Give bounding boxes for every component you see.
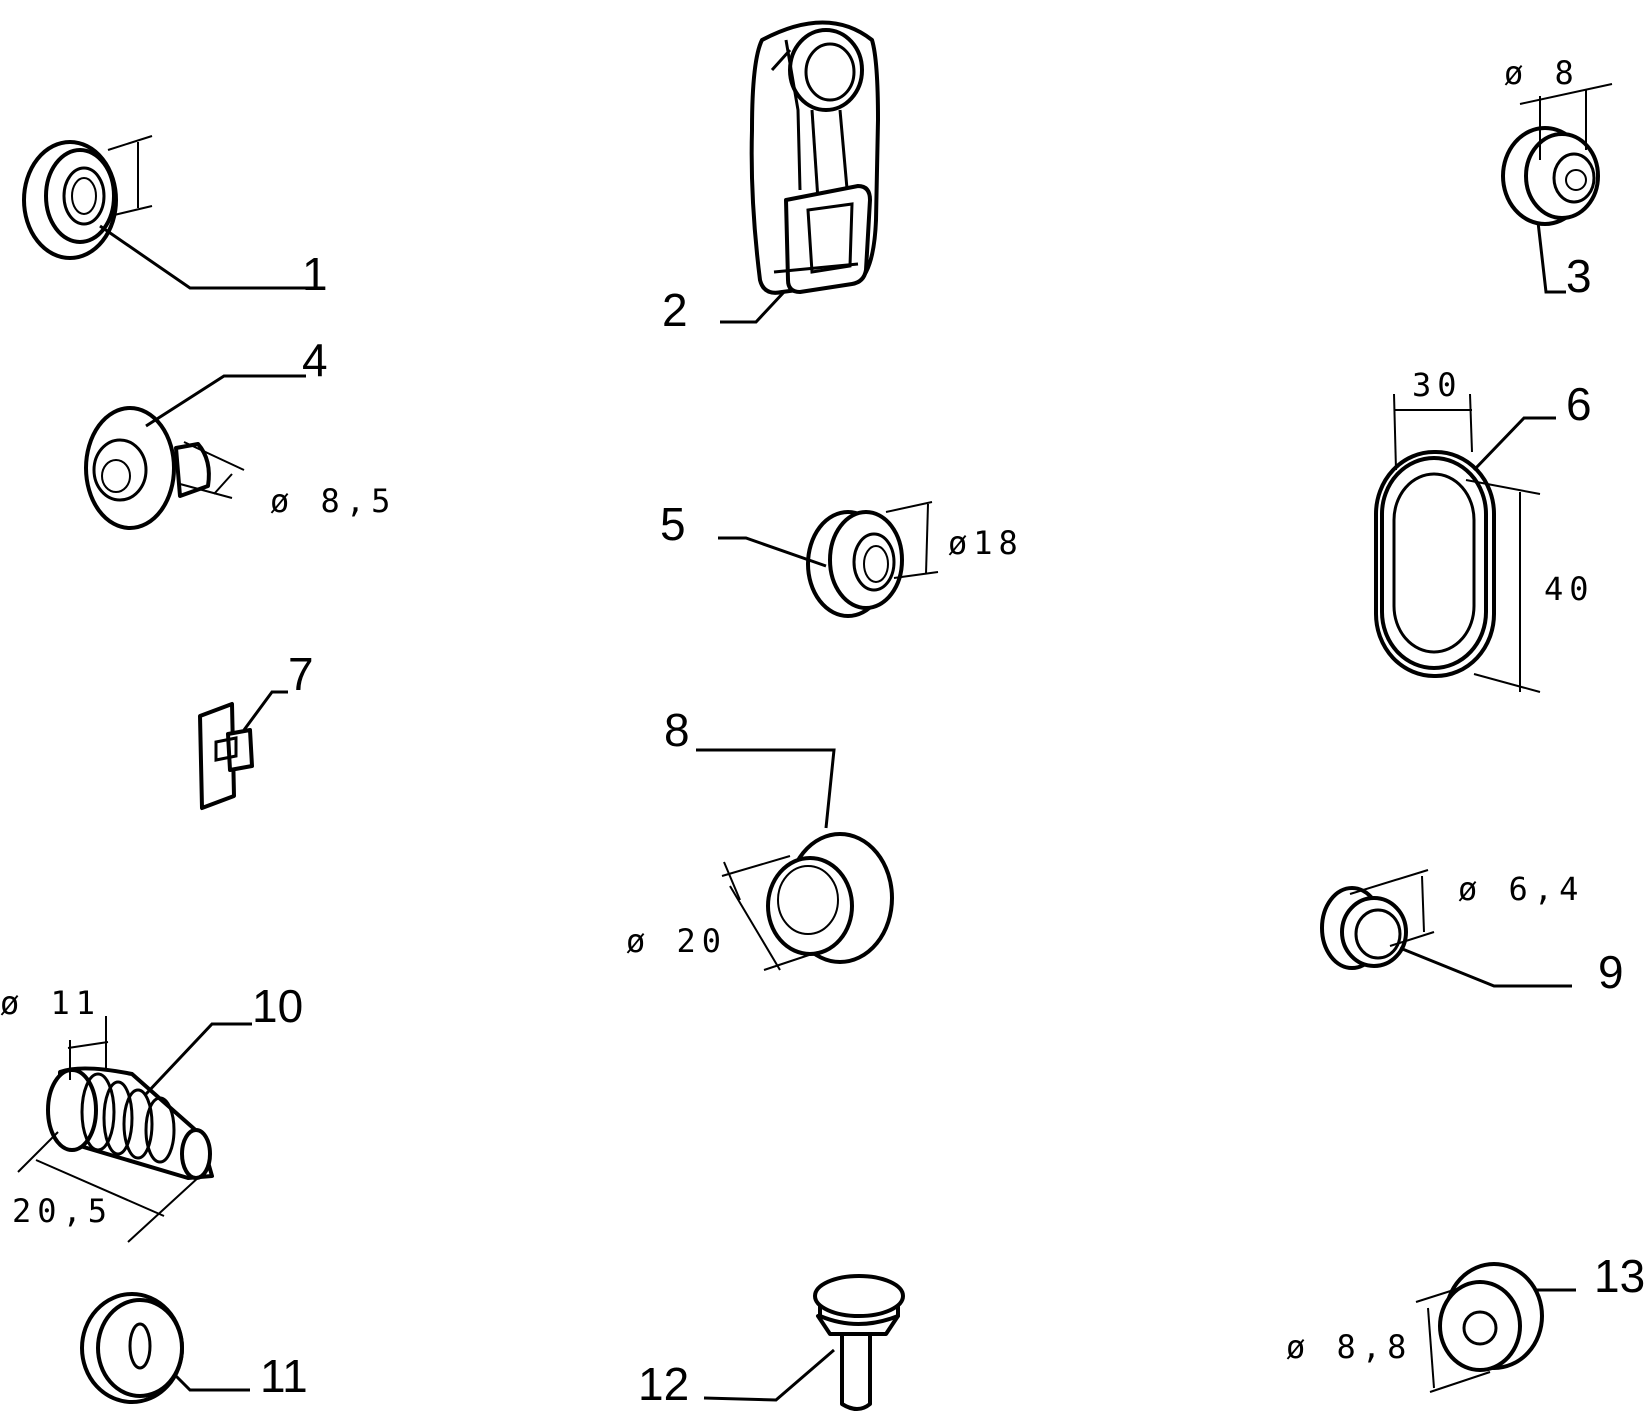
callout-7: 7 [288, 648, 314, 700]
part-8-dome-plug [721, 832, 894, 971]
part-6-oval-grommet [1374, 393, 1541, 693]
dimension-5-diameter: ø18 [948, 524, 1024, 562]
callout-1-leader [99, 224, 306, 290]
callout-6-leader [1472, 416, 1556, 472]
dimension-8-diameter: ø 20 [626, 922, 727, 960]
callout-4-leader [145, 374, 306, 428]
callout-3: 3 [1566, 250, 1592, 302]
dimension-3-diameter: ø 8 [1504, 54, 1580, 92]
callout-7-leader [242, 690, 288, 731]
part-11-flat-plug [80, 1292, 184, 1404]
callout-5: 5 [660, 498, 686, 550]
part-13-grommet [1415, 1262, 1544, 1393]
part-7-clip [198, 702, 254, 810]
dimension-4-diameter: ø 8,5 [270, 482, 396, 520]
part-2-cable-holder [749, 20, 880, 295]
callout-12: 12 [638, 1358, 689, 1410]
callout-1: 1 [302, 248, 328, 300]
dimension-6-width: 30 [1412, 366, 1463, 404]
part-12-mushroom-plug [813, 1274, 905, 1411]
part-10-ribbed-grommet [17, 1016, 214, 1243]
callout-4: 4 [302, 334, 328, 386]
callout-13: 13 [1594, 1250, 1645, 1302]
part-3-grommet [1501, 83, 1613, 226]
callout-9: 9 [1598, 946, 1624, 998]
part-9-grommet [1320, 869, 1435, 970]
callout-9-leader [1399, 946, 1572, 988]
callout-11-leader [174, 1374, 250, 1392]
dimension-9-diameter: ø 6,4 [1458, 870, 1584, 908]
callout-10-leader [144, 1022, 252, 1096]
dimension-10-diameter: ø 11 [0, 984, 101, 1022]
part-4-plug [84, 406, 245, 530]
callout-2-leader [720, 290, 786, 324]
callout-11: 11 [260, 1350, 308, 1402]
dimension-6-height: 40 [1544, 570, 1595, 608]
callout-8-leader [696, 748, 836, 829]
dimension-10-length: 20,5 [12, 1192, 113, 1230]
callout-12-leader [703, 1348, 835, 1402]
part-5-grommet [806, 501, 939, 618]
callout-6: 6 [1566, 378, 1592, 430]
callout-10: 10 [252, 980, 303, 1032]
part-1-grommet [22, 135, 153, 260]
callout-2: 2 [662, 284, 688, 336]
callout-3-leader [1536, 221, 1566, 294]
callout-5-leader [718, 536, 827, 568]
dimension-13-diameter: ø 8,8 [1286, 1328, 1412, 1366]
callout-8: 8 [664, 704, 690, 756]
